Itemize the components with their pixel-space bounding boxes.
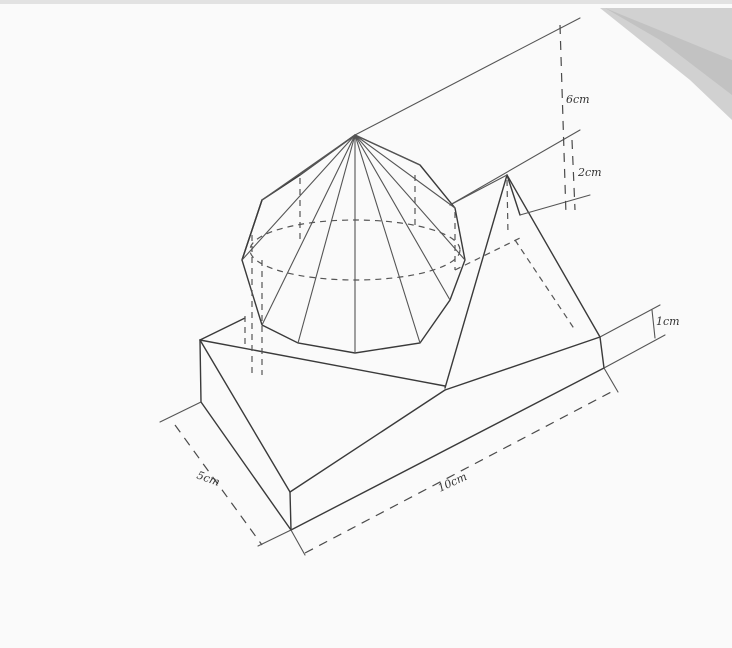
dimension-lines	[159, 17, 666, 556]
base-block	[199, 317, 605, 531]
page-curl-shadow	[600, 8, 732, 120]
dim-label-1cm: 1cm	[656, 315, 680, 328]
dim-label-2cm: 2cm	[577, 166, 602, 179]
triangular-prism	[444, 174, 601, 389]
dim-label-6cm: 6cm	[566, 93, 590, 106]
page-curl-highlight	[605, 8, 732, 95]
cone-dome	[241, 134, 466, 375]
paper-top-border	[0, 0, 732, 4]
